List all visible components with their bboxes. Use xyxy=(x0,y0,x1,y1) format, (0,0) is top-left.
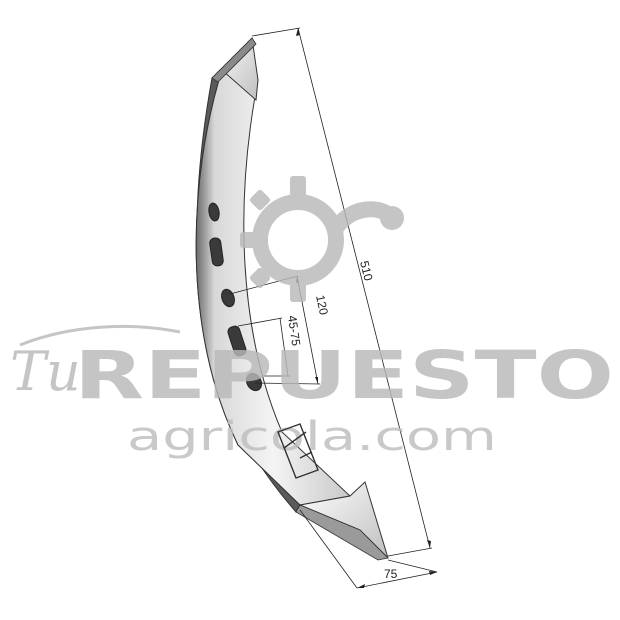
watermark: Tu REPUESTO agricola.com xyxy=(10,176,614,460)
dim-width-line xyxy=(356,571,438,589)
watermark-swash xyxy=(19,324,181,347)
watermark-script: Tu xyxy=(10,340,81,403)
dim-offset-label: 120 xyxy=(313,294,331,317)
dim-length-line xyxy=(297,27,431,549)
slot-2 xyxy=(227,325,247,357)
dim-length-label: 510 xyxy=(357,259,376,282)
dim-spacing-line xyxy=(279,317,289,377)
hole-3 xyxy=(245,372,263,392)
blade xyxy=(195,36,389,561)
watermark-brand: REPUESTO xyxy=(74,337,614,414)
slot-1 xyxy=(209,237,224,267)
dim-spacing-label: 45-75 xyxy=(285,314,303,347)
hole-1 xyxy=(208,202,220,222)
dimension-arrows xyxy=(296,28,437,588)
gear-logo-icon xyxy=(252,194,404,286)
blade-brand-mark-icon xyxy=(277,423,319,479)
dim-width-label: 75 xyxy=(384,567,398,581)
